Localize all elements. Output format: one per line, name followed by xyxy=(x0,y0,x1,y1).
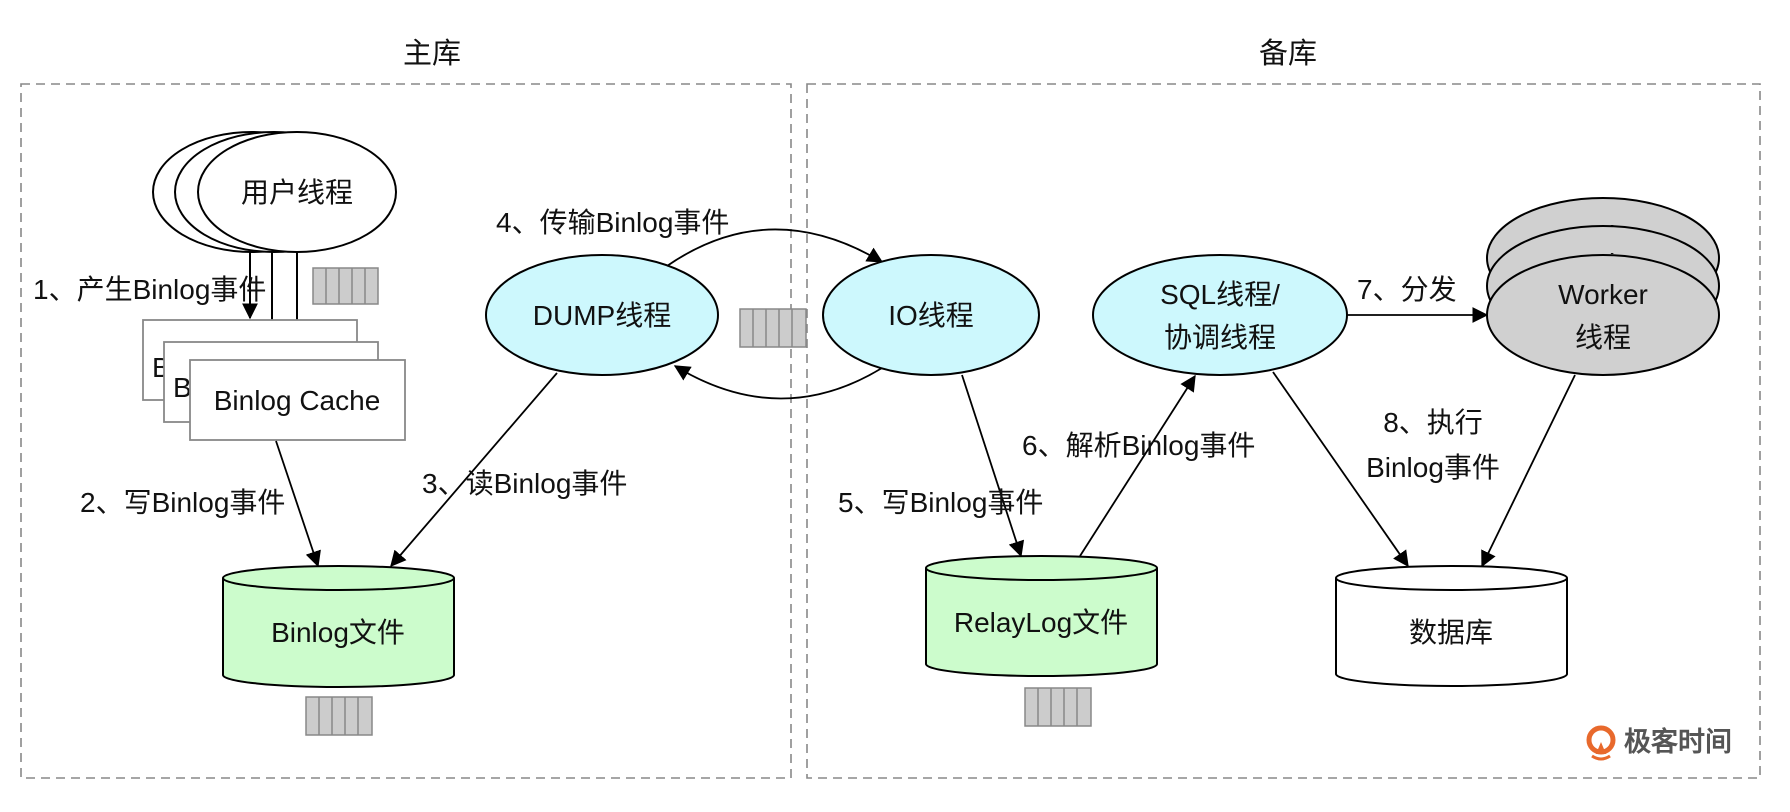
step-3-label: 3、读Binlog事件 xyxy=(422,468,627,499)
database-node: 数据库 xyxy=(1335,565,1568,687)
worker-back-label-1: Worker xyxy=(1558,220,1648,251)
dump-thread-label: DUMP线程 xyxy=(533,300,671,331)
sql-thread-label-2: 协调线程 xyxy=(1164,322,1276,353)
relaylog-file-node: RelayLog文件 xyxy=(925,555,1158,677)
transfer-queue-icon xyxy=(739,308,807,348)
sql-thread-node: SQL线程/ 协调线程 xyxy=(1092,254,1348,376)
step-8-label-2: Binlog事件 xyxy=(1366,452,1500,483)
arrow-request-binlog xyxy=(673,365,883,400)
sql-thread-label-1: SQL线程/ xyxy=(1160,279,1280,310)
database-label: 数据库 xyxy=(1409,617,1493,648)
dump-thread-node: DUMP线程 xyxy=(485,254,719,376)
arrow-sql-execute xyxy=(1272,371,1409,568)
binlog-file-queue-icon xyxy=(305,696,373,736)
slave-title: 备库 xyxy=(1259,37,1317,70)
step-4-label: 4、传输Binlog事件 xyxy=(496,207,729,238)
relaylog-queue-icon xyxy=(1024,687,1092,727)
arrow-worker-execute xyxy=(1481,374,1576,568)
binlog-cache-node: B B Binlog Cache xyxy=(142,319,406,441)
io-thread-node: IO线程 xyxy=(822,254,1040,376)
relaylog-file-label: RelayLog文件 xyxy=(954,607,1128,638)
arrow-read-binlog xyxy=(390,372,558,568)
arrow-write-relaylog xyxy=(961,374,1025,558)
geektime-logo-icon xyxy=(1586,725,1616,761)
step-5-label: 5、写Binlog事件 xyxy=(838,487,1043,518)
arrow-parse-relaylog xyxy=(1079,374,1196,557)
worker-thread-node: Worker Worker Worker 线程 xyxy=(1486,197,1720,376)
master-title: 主库 xyxy=(403,37,461,70)
worker-label-2: 线程 xyxy=(1575,322,1631,353)
step-8-label-1: 8、执行 xyxy=(1383,407,1483,438)
binlog-file-node: Binlog文件 xyxy=(222,565,455,688)
step-7-label: 7、分发 xyxy=(1357,274,1457,305)
geektime-logo-text: 极客时间 xyxy=(1624,726,1732,757)
master-container xyxy=(20,83,792,779)
step-1-label: 1、产生Binlog事件 xyxy=(33,274,266,305)
geektime-logo: 极客时间 xyxy=(1586,725,1732,761)
io-thread-label: IO线程 xyxy=(888,300,974,331)
binlog-cache-mid-label: B xyxy=(173,372,192,403)
arrow-write-binlog xyxy=(275,440,321,568)
binlog-cache-label: Binlog Cache xyxy=(214,385,381,416)
arrow-transfer-binlog xyxy=(666,228,884,267)
worker-label-1: Worker xyxy=(1558,279,1648,310)
binlog-file-label: Binlog文件 xyxy=(271,617,405,648)
step-6-label: 6、解析Binlog事件 xyxy=(1022,430,1255,461)
user-thread-label: 用户线程 xyxy=(241,177,353,208)
step-2-label: 2、写Binlog事件 xyxy=(80,487,285,518)
slave-container xyxy=(806,83,1761,779)
event-queue-icon xyxy=(312,267,379,305)
worker-back-label-2: Worker xyxy=(1558,248,1648,279)
user-thread-node: 用户线程 xyxy=(152,131,397,253)
